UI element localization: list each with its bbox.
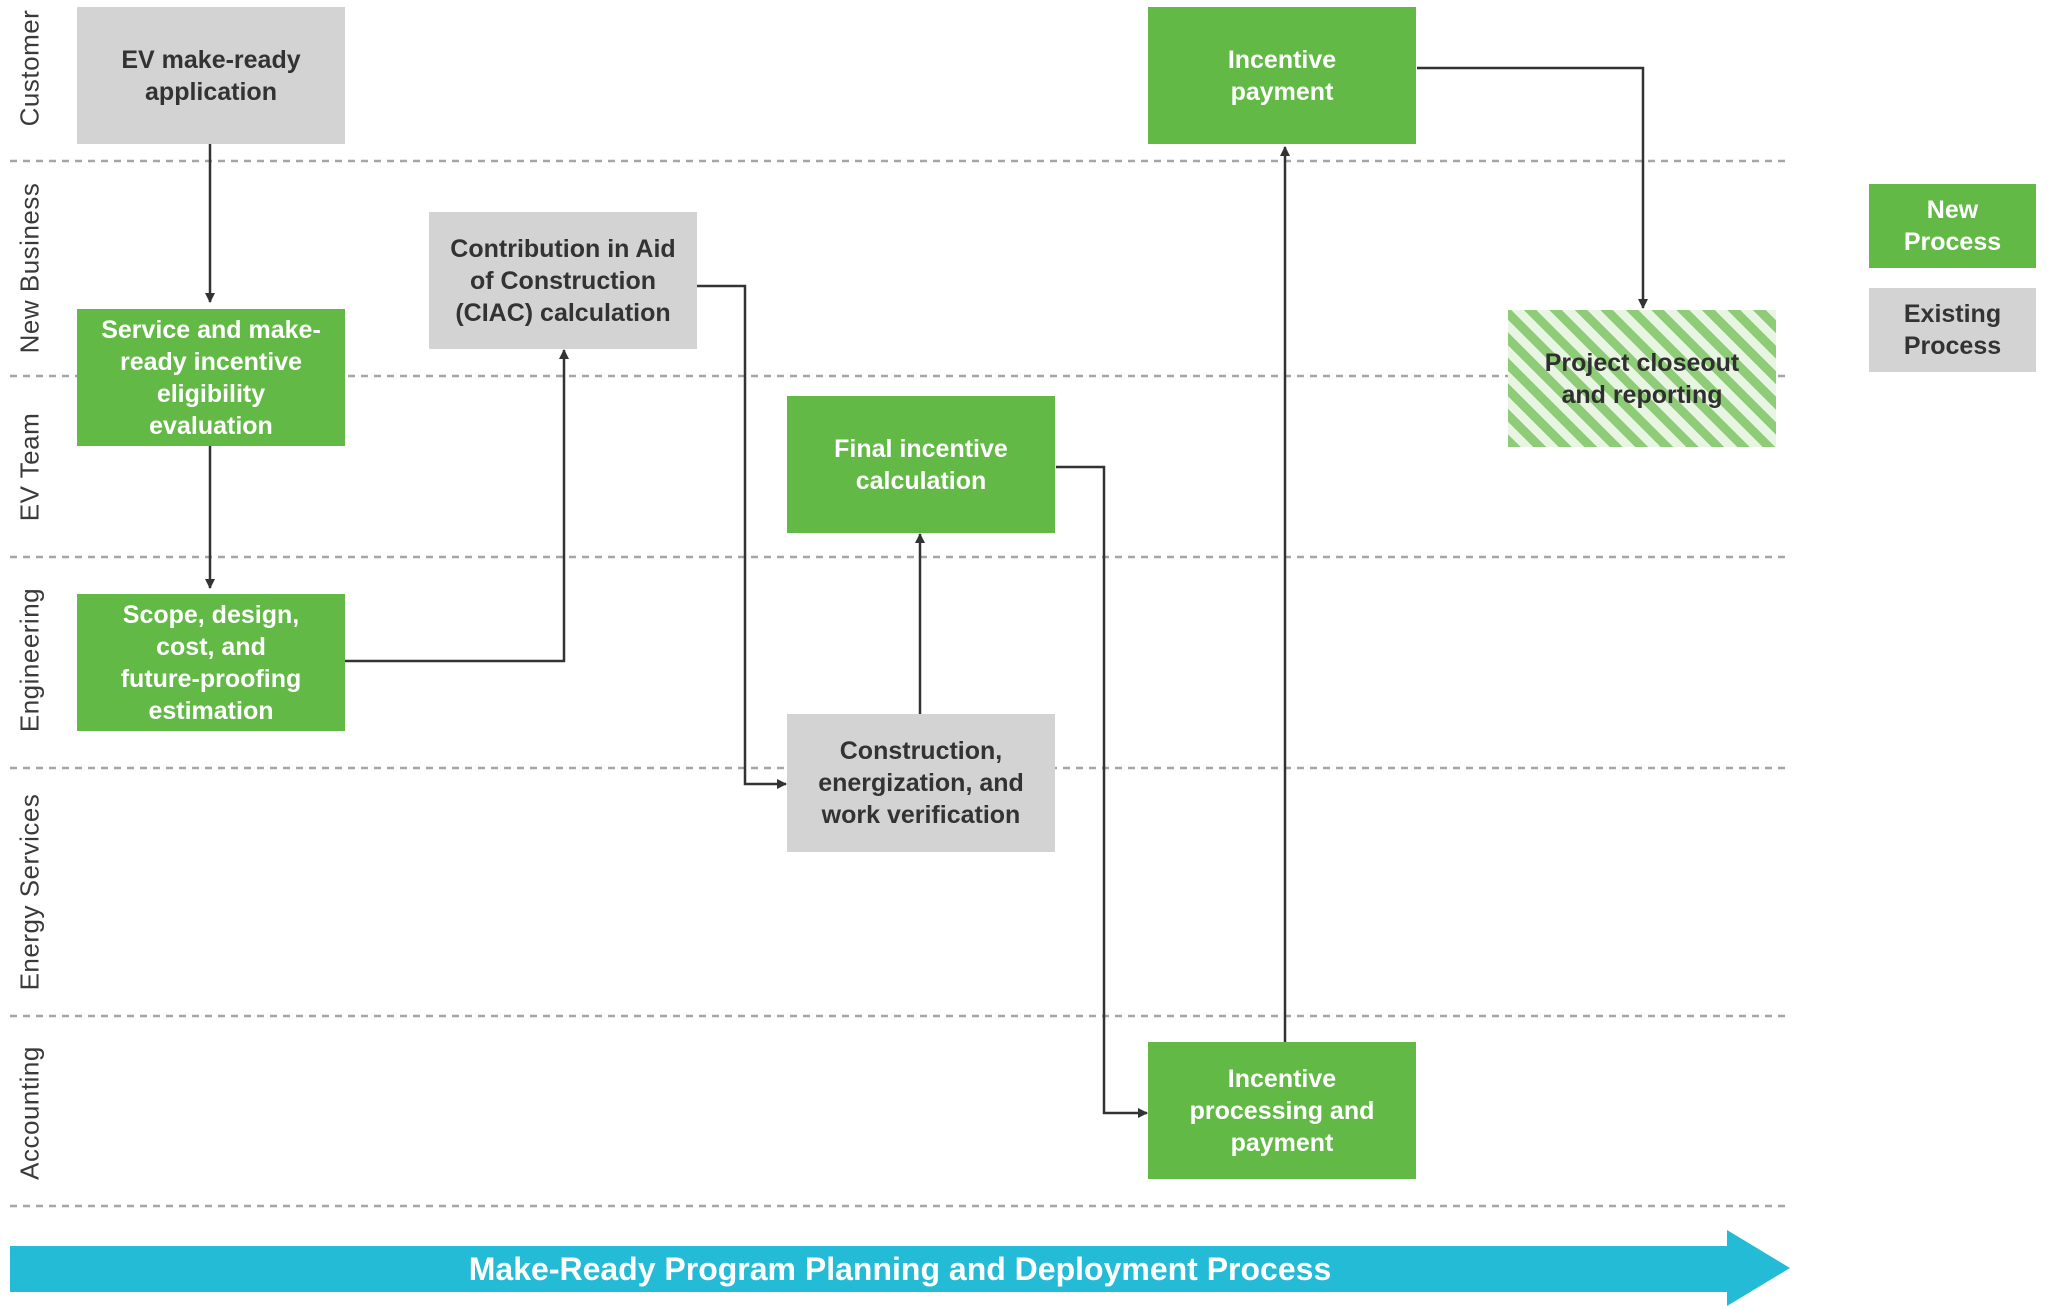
arrow-ciac-to-construction bbox=[697, 284, 787, 789]
box-incentive-processing: Incentive processing and payment bbox=[1148, 1042, 1416, 1179]
box-ciac-calculation: Contribution in Aid of Construction (CIA… bbox=[429, 212, 697, 349]
legend-existing-process: Existing Process bbox=[1869, 288, 2036, 372]
box-scope-design-estimation: Scope, design, cost, and future-proofing… bbox=[77, 594, 345, 731]
connectors bbox=[205, 66, 1648, 1118]
process-banner-label: Make-Ready Program Planning and Deployme… bbox=[468, 1250, 1332, 1287]
box-final-incentive-calculation: Final incentive calculation bbox=[787, 396, 1055, 533]
arrow-scope-to-ciac bbox=[345, 349, 569, 663]
box-eligibility-evaluation: Service and make- ready incentive eligib… bbox=[77, 309, 345, 446]
arrow-final-calc-to-processing bbox=[1056, 465, 1148, 1118]
box-construction-verification: Construction, energization, and work ver… bbox=[787, 714, 1055, 852]
process-banner-arrow bbox=[10, 1230, 1790, 1306]
box-ev-make-ready-application: EV make-ready application bbox=[77, 7, 345, 144]
box-project-closeout: Project closeout and reporting bbox=[1508, 310, 1776, 447]
arrow-payment-to-closeout bbox=[1417, 66, 1648, 309]
legend-new-process: New Process bbox=[1869, 184, 2036, 268]
box-incentive-payment: Incentive payment bbox=[1148, 7, 1416, 144]
